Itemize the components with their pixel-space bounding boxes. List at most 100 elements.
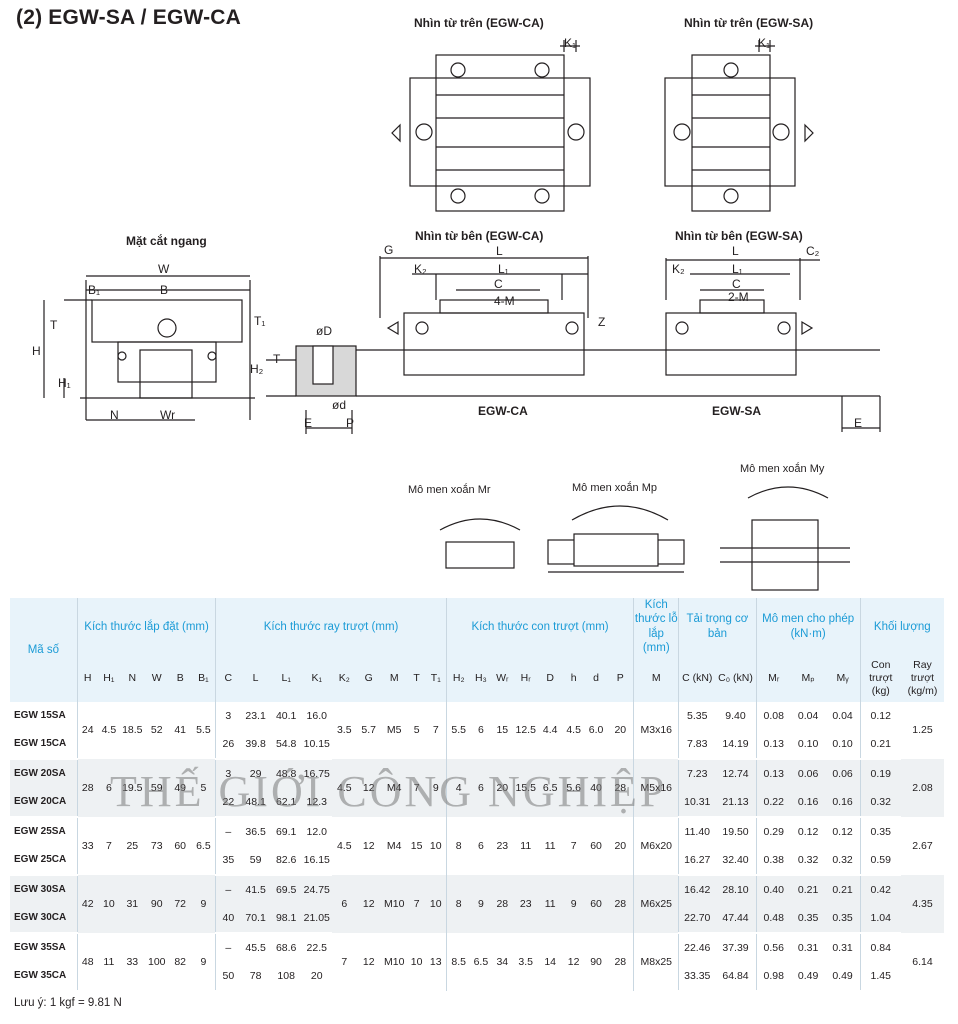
table-cell: 23 [491,816,514,875]
table-cell: 98.1 [270,903,302,934]
subheader-cell: M [380,655,408,702]
page-title: (2) EGW-SA / EGW-CA [16,6,241,29]
table-cell: 45.5 [240,932,271,962]
table-cell: 28 [607,932,635,991]
label-cross-section: Mặt cắt ngang [126,234,207,248]
subheader-cell: D [537,655,563,702]
table-cell: M8x25 [633,932,680,991]
table-cell: 23 [513,874,538,933]
dim-w: W [158,262,170,276]
table-cell: 6.0 [584,701,608,759]
subheader-cell: C (kN) [678,655,716,702]
table-cell: 7 [332,932,357,991]
label-egw-ca: EGW-CA [478,404,528,418]
footnote: Lưu ý: 1 kgf = 9.81 N [14,997,122,1009]
header-model: Mã số [10,598,78,702]
table-cell: 39.8 [240,729,271,760]
table-cell: 7 [97,816,121,875]
table-cell: 26 [215,729,241,760]
table-cell: 48.1 [240,787,271,818]
table-cell: 11.40 [678,816,716,846]
table-cell: 13 [425,932,447,991]
table-cell: EGW 30CA [10,903,78,934]
table-cell: 90 [144,874,169,933]
subheader-cell: Hᵣ [513,655,538,702]
subheader-cell: N [120,655,145,702]
table-cell: 19.50 [715,816,757,846]
table-cell: 6 [97,758,121,817]
header-load: Tải trọng cơ bản [678,598,757,656]
table-cell: 11 [537,874,563,933]
table-cell: 69.5 [270,874,302,904]
top-view-sa [664,40,814,212]
table-cell: 40 [215,903,241,934]
table-cell: 10.15 [301,729,333,760]
table-cell: 0.04 [825,701,861,730]
table-cell: 11 [537,816,563,875]
subheader-cell: H [77,655,98,702]
table-cell: 9 [425,758,447,817]
table-cell: 60 [584,874,608,933]
table-cell: 47.44 [715,903,757,934]
table-cell: 0.08 [756,701,791,730]
dim-l-ca: L [496,244,503,258]
table-cell: 12 [356,874,381,933]
table-cell: 33.35 [678,961,716,992]
subheader-cell: T [407,655,426,702]
table-cell: 108 [270,961,302,992]
table-cell: 0.49 [790,961,826,992]
table-cell: 0.35 [790,903,826,934]
table-cell: EGW 35SA [10,932,78,962]
table-cell: M6x25 [633,874,680,933]
dim-c2: C₂ [806,244,820,258]
dim-t: T [50,318,58,332]
table-cell: 69.1 [270,816,302,846]
table-cell: 37.39 [715,932,757,962]
side-view-ca [356,256,880,397]
table-cell: 82.6 [270,845,302,876]
table-cell: 22.70 [678,903,716,934]
dim-e-right: E [854,416,863,430]
table-cell: 6.5 [191,816,217,875]
table-cell: 0.59 [860,845,901,876]
table-cell: 5.6 [562,758,585,817]
top-view-ca [391,40,591,212]
subheader-cell: Ray trượt (kg/m) [900,655,944,702]
dim-k2-sa: K₂ [672,262,685,276]
dim-l1-ca: L₁ [498,262,509,276]
table-cell: 8 [446,816,471,875]
header-bolt: Kích thước lỗ lắp (mm) [633,598,680,656]
header-moment: Mô men cho phép (kN·m) [756,598,861,656]
table-cell: 90 [584,932,608,991]
label-egw-sa: EGW-SA [712,404,762,418]
subheader-cell: K₁ [301,655,333,702]
table-cell: 20 [607,701,635,759]
subheader-cell: H₂ [446,655,471,702]
dim-n: N [110,408,119,422]
table-cell: 35 [215,845,241,876]
table-cell: 0.84 [860,932,901,962]
table-cell: 3.5 [332,701,357,759]
table-cell: 0.21 [790,874,826,904]
table-cell: 0.06 [790,758,826,788]
table-cell: 73 [144,816,169,875]
table-cell: 59 [144,758,169,817]
side-view-sa [665,258,881,432]
table-cell: 0.48 [756,903,791,934]
table-cell: 6 [332,874,357,933]
table-cell: 34 [491,932,514,991]
table-cell: 0.32 [860,787,901,818]
table-cell: 0.49 [825,961,861,992]
subheader-cell: T₁ [425,655,447,702]
table-cell: 18.5 [120,701,145,759]
table-cell: 64.84 [715,961,757,992]
table-cell: 9 [470,874,492,933]
table-cell: 0.16 [825,787,861,818]
header-install: Kích thước lắp đặt (mm) [77,598,217,656]
table-cell: 10 [425,816,447,875]
table-cell: 0.10 [825,729,861,760]
table-cell: 5.5 [446,701,471,759]
table-cell: EGW 20SA [10,758,78,788]
